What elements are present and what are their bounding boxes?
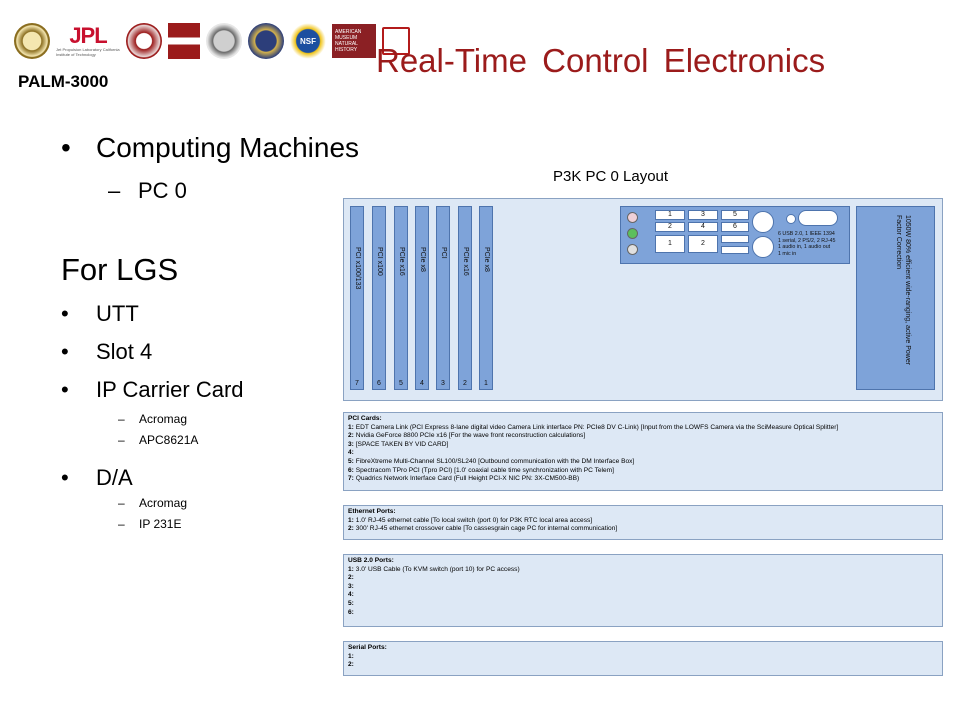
io-port: 5 [721,210,749,220]
pci-card-row: 2: Nvidia GeForce 8800 PCIe x16 [For the… [348,432,586,440]
slide-title: Real-Time Control Electronics [376,42,826,79]
io-note: 6 USB 2.0, 1 IEEE 1394 1 serial, 2 PS/2,… [778,231,836,257]
pci-card-row: 7: Quadrics Network Interface Card (Full… [348,475,580,483]
university-seal-icon [126,23,162,59]
bullet-computing-machines: Computing Machines [96,132,360,163]
power-supply: 1050W 80% efficient wide-ranging, active… [856,206,935,390]
bullet-marker: • [61,301,69,326]
dash-marker: – [118,433,125,447]
cornell-seal-icon [382,27,410,55]
bullet-da: D/A [96,465,133,490]
pci-slot-7: PCI x100/133 7 [350,206,364,390]
pci-slot-4: PCIe x8 4 [415,206,429,390]
ethernet-port-row: 2: 300' RJ-45 ethernet crossover cable [… [348,525,618,533]
serial-ports-panel: Serial Ports: 1: 2: [343,641,943,676]
pci-slot-2: PCIe x16 2 [458,206,472,390]
io-port: 6 [721,222,749,232]
usb-port-row: 4: [348,591,354,599]
led-pink-icon [627,212,638,223]
pci-slot-3: PCI 3 [436,206,450,390]
crest-icon [168,23,200,59]
pci-cards-panel: PCI Cards: 1: EDT Camera Link (PCI Expre… [343,412,943,491]
sub-bullet-apc8621a: APC8621A [139,433,199,447]
serial-port-row: 1: [348,652,354,660]
bullet-marker: • [61,339,69,364]
io-port: 1 [655,210,685,220]
usb-port-row: 6: [348,608,354,616]
amnh-logo: AMERICAN MUSEUM NATURAL HISTORY [332,24,376,58]
io-port: 2 [655,222,685,232]
usb-port-row: 2: [348,574,354,582]
pci-slot-1: PCIe x8 1 [479,206,493,390]
round-connector-icon [752,211,774,233]
jpl-logo: JPL Jet Propulsion Laboratory California… [56,23,120,58]
usb-port-row: 3: [348,582,354,590]
bullet-utt: UTT [96,301,139,326]
bullet-marker: • [61,132,71,163]
logo-strip: JPL Jet Propulsion Laboratory California… [14,22,410,60]
diagram-title: P3K PC 0 Layout [553,168,669,185]
pci-card-row: 5: FibreXtreme Multi-Channel SL100/SL240… [348,457,635,465]
serial-connector-icon [798,210,838,226]
bullet-marker: • [61,465,69,490]
section-heading-lgs: For LGS [61,252,179,287]
sub-bullet-acromag: Acromag [139,412,188,426]
serial-port-row: 2: [348,661,354,669]
pci-slot-5: PCIe x16 5 [394,206,408,390]
io-port: 1 [655,235,685,253]
ethernet-ports-panel: Ethernet Ports: 1: 1.0' RJ-45 ethernet c… [343,505,943,540]
led-gray-icon [627,244,638,255]
seal-gray-icon [206,23,242,59]
nsf-logo: NSF [290,23,326,59]
oxford-seal-icon [248,23,284,59]
caltech-seal-icon [14,23,50,59]
pci-card-row: 3: [SPACE TAKEN BY VID CARD] [348,440,449,448]
pci-card-row: 1: EDT Camera Link (PCI Express 8-lane d… [348,423,839,431]
dash-marker: – [118,517,125,531]
bullet-slot4: Slot 4 [96,339,153,364]
io-port-blank [721,235,749,243]
dash-marker: – [118,496,125,510]
io-port-blank [721,246,749,254]
usb-port-row: 5: [348,599,354,607]
dash-marker: – [108,178,121,203]
pci-slot-6: PCI x100 6 [372,206,386,390]
io-port: 2 [688,235,718,253]
led-green-icon [627,228,638,239]
round-connector-icon [752,236,774,258]
sub-bullet-ip231e: IP 231E [139,517,182,531]
ethernet-port-row: 1: 1.0' RJ-45 ethernet cable [To local s… [348,516,593,524]
io-port: 4 [688,222,718,232]
bullet-ip-carrier: IP Carrier Card [96,377,244,402]
sub-bullet-acromag: Acromag [139,496,188,510]
pci-card-row: 6: Spectracom TPro PCI (Tpro PCI) [1.0' … [348,466,614,474]
usb-port-row: 1: 3.0' USB Cable (To KVM switch (port 1… [348,565,520,573]
small-round-connector-icon [786,214,796,224]
sub-bullet-pc0: PC 0 [138,178,187,203]
dash-marker: – [118,412,125,426]
io-port: 3 [688,210,718,220]
bullet-marker: • [61,377,69,402]
pci-card-row: 4: [348,449,354,457]
org-label: PALM-3000 [18,72,109,91]
usb-ports-panel: USB 2.0 Ports: 1: 3.0' USB Cable (To KVM… [343,554,943,627]
